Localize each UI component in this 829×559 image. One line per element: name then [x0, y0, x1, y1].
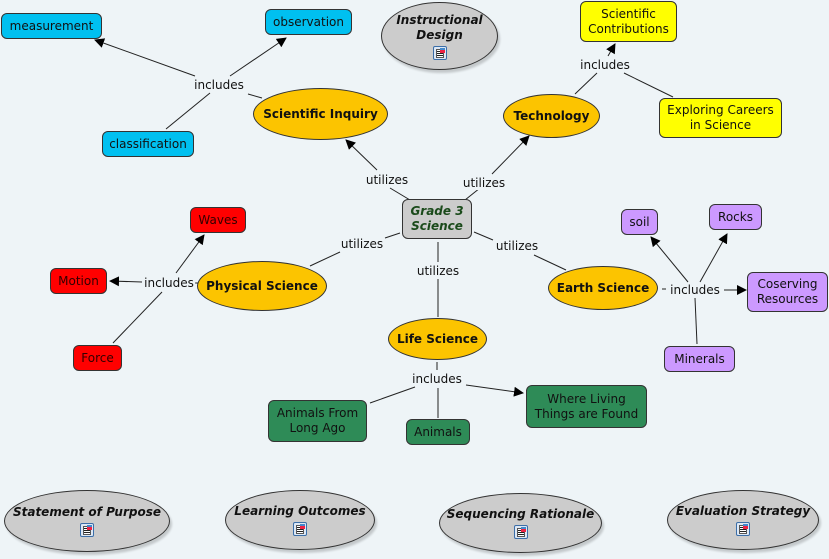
concept-where-living[interactable]: Where Living Things are Found	[526, 385, 647, 428]
resource-learning-outcomes[interactable]: Learning Outcomes	[225, 490, 375, 550]
link-includes-waves	[175, 234, 205, 274]
resource-title: Evaluation Strategy	[675, 504, 811, 518]
category-earth-science[interactable]: Earth Science	[548, 266, 658, 310]
link-includes-observation	[229, 37, 287, 77]
category-life-science[interactable]: Life Science	[388, 318, 487, 360]
link-technology-includes	[574, 72, 598, 95]
link-classification-includes	[165, 92, 211, 130]
link-label-utilizes-physical: utilizes	[339, 237, 385, 251]
concept-minerals[interactable]: Minerals	[664, 346, 735, 372]
link-label-includes-inquiry: includes	[193, 78, 245, 92]
resource-title: Sequencing Rationale	[446, 507, 595, 521]
resource-statement-of-purpose[interactable]: Statement of Purpose	[4, 490, 170, 552]
concept-rocks[interactable]: Rocks	[709, 204, 762, 230]
document-icon[interactable]	[432, 45, 447, 60]
link-utilizes-physical	[309, 251, 341, 267]
resource-title: Instructional Design	[396, 12, 483, 42]
concept-motion[interactable]: Motion	[50, 268, 107, 294]
link-label-utilizes-technology: utilizes	[461, 176, 507, 190]
category-technology[interactable]: Technology	[503, 94, 600, 138]
link-center-inquiry	[389, 187, 411, 201]
link-minerals-includes	[694, 297, 698, 345]
category-physical-science[interactable]: Physical Science	[197, 261, 327, 311]
link-longago-includes	[369, 386, 416, 404]
link-center-earth	[473, 231, 494, 241]
document-icon[interactable]	[80, 523, 94, 537]
link-label-includes-life: includes	[411, 372, 463, 386]
center-node-grade3-science[interactable]: Grade 3 Science	[402, 199, 472, 239]
concept-soil[interactable]: soil	[621, 209, 658, 235]
link-label-utilizes-life: utilizes	[415, 264, 461, 278]
link-includes-motion	[109, 276, 143, 287]
document-icon[interactable]	[736, 522, 750, 536]
link-label-utilizes-inquiry: utilizes	[364, 173, 410, 187]
link-force-includes	[112, 291, 163, 344]
link-label-includes-earth: includes	[669, 283, 721, 297]
concept-classification[interactable]: classification	[102, 131, 194, 157]
link-includes-soil	[650, 236, 689, 283]
concept-animals[interactable]: Animals	[406, 419, 470, 445]
link-label-utilizes-earth: utilizes	[494, 239, 540, 253]
concept-measurement[interactable]: measurement	[1, 13, 102, 39]
link-includes-rocks	[699, 233, 728, 283]
link-center-physical	[384, 232, 401, 239]
link-inquiry-includes	[247, 93, 263, 99]
resource-evaluation-strategy[interactable]: Evaluation Strategy	[667, 490, 819, 550]
link-label-includes-physical: includes	[143, 276, 195, 290]
category-scientific-inquiry[interactable]: Scientific Inquiry	[253, 88, 388, 140]
resource-sequencing-rationale[interactable]: Sequencing Rationale	[439, 493, 602, 553]
resource-instructional-design[interactable]: Instructional Design	[381, 2, 498, 70]
link-utilizes-technology	[491, 135, 530, 175]
link-careers-includes	[623, 72, 674, 98]
link-includes-contributions	[606, 43, 616, 57]
link-includes-where	[465, 384, 524, 397]
concept-scientific-contributions[interactable]: Scientific Contributions	[580, 1, 677, 42]
link-includes-measurement	[94, 38, 196, 77]
concept-observation[interactable]: observation	[265, 9, 352, 35]
document-icon[interactable]	[293, 522, 307, 536]
concept-exploring-careers[interactable]: Exploring Careers in Science	[659, 98, 782, 138]
concept-force[interactable]: Force	[73, 345, 122, 371]
link-label-includes-technology: includes	[579, 58, 631, 72]
concept-animals-long-ago[interactable]: Animals From Long Ago	[268, 400, 367, 442]
concept-conserving-resources[interactable]: Coserving Resources	[747, 272, 828, 312]
link-utilizes-earth	[533, 254, 567, 271]
link-center-technology	[464, 187, 481, 201]
resource-title: Learning Outcomes	[234, 504, 366, 518]
resource-title: Statement of Purpose	[12, 505, 162, 519]
link-utilizes-inquiry	[345, 139, 378, 171]
document-icon[interactable]	[513, 525, 528, 539]
concept-waves[interactable]: Waves	[190, 207, 246, 233]
